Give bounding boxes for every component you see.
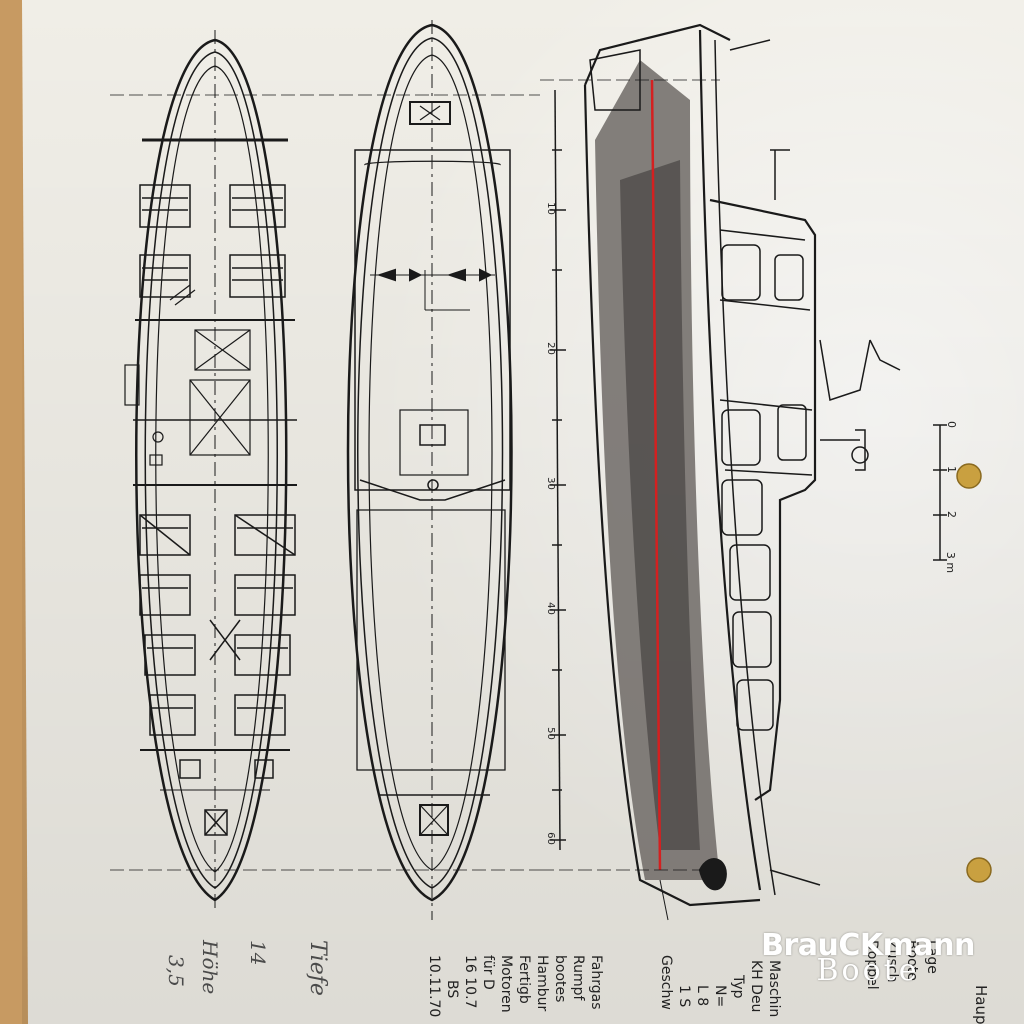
text-line: Boote — [904, 940, 920, 981]
station-label: 60 — [544, 832, 556, 845]
pin-bottom — [966, 857, 992, 883]
text-line: für D — [480, 955, 496, 990]
scale-label: 1 — [945, 466, 958, 473]
scale-label: 2 — [945, 511, 958, 518]
station-label: 50 — [544, 727, 556, 740]
scale-label: 0 — [945, 421, 958, 428]
text-line: N= — [712, 985, 728, 1008]
text-line: Geschw — [658, 955, 674, 1010]
text-line: Rumpf — [570, 955, 586, 1001]
text-line: bootes — [552, 955, 568, 1003]
text-line: Fahrgas — [588, 955, 604, 1010]
top-plan-view — [320, 20, 540, 920]
station-label: 10 — [544, 202, 556, 215]
text-line: Typ — [730, 975, 746, 999]
text-line: Lage — [924, 940, 940, 974]
text-line: Hambur — [534, 955, 550, 1012]
text-line: Zusch — [884, 940, 900, 983]
side-profile-view — [540, 23, 901, 921]
text-line: 1 S — [676, 985, 692, 1008]
scale-label: 3 m — [944, 551, 958, 574]
text-line: Maschin — [766, 960, 782, 1018]
text-line: BS — [444, 980, 460, 999]
handwritten-note: Höhe — [198, 940, 222, 995]
station-label: 30 — [544, 477, 556, 490]
handwritten-note: 3,5 — [164, 955, 188, 987]
handwritten-note: 14 — [246, 940, 270, 966]
text-line: Fertigb — [516, 955, 532, 1004]
text-line: 16 10.7 — [462, 955, 478, 1009]
station-ticks — [550, 89, 566, 851]
deck-plan-view — [110, 30, 320, 910]
station-label: 20 — [544, 342, 556, 355]
title-text: Hauptd — [972, 985, 990, 1024]
text-line: 10.11.70 — [426, 955, 442, 1018]
handwritten-note: Tiefe — [305, 940, 330, 996]
scale-bar — [933, 424, 947, 561]
text-line: Doppel — [864, 940, 880, 990]
text-line: KH Deu — [748, 960, 764, 1013]
text-line: L 8 — [694, 985, 710, 1007]
red-waterline — [650, 79, 662, 871]
station-label: 40 — [544, 602, 556, 615]
pin-top — [956, 463, 982, 489]
text-line: Motoren — [498, 955, 514, 1013]
